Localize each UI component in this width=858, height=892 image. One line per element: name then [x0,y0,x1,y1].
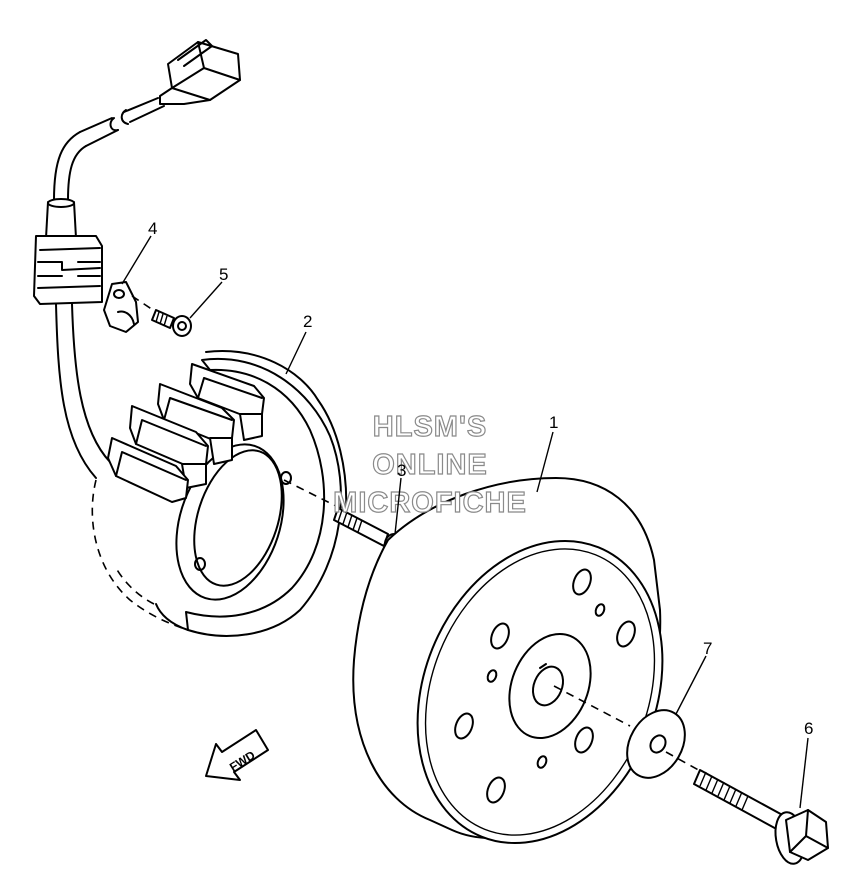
wire-connector [159,39,241,105]
fwd-arrow-icon: FWD [205,729,269,781]
watermark-line-3: MICROFICHE [333,487,527,519]
part-5-screw [131,295,192,337]
watermark: HLSM'S ONLINE MICROFICHE [333,410,527,519]
callout-7: 7 [703,639,712,658]
callout-2: 2 [303,312,312,331]
callout-4: 4 [148,219,157,238]
part-2-stator [91,350,348,637]
part-4-lead-clamp [103,281,139,333]
watermark-line-2: ONLINE [372,449,488,481]
callout-5: 5 [219,265,228,284]
wire-harness [33,39,241,479]
callout-3: 3 [397,461,406,480]
grommet [33,235,103,305]
part-6-flange-bolt [665,751,829,865]
part-1-rotor [352,477,664,845]
callout-1: 1 [549,413,558,432]
part-7-washer [553,685,686,779]
watermark-line-1: HLSM'S [373,411,487,443]
callout-6: 6 [804,719,813,738]
callout-leaders [121,235,809,809]
